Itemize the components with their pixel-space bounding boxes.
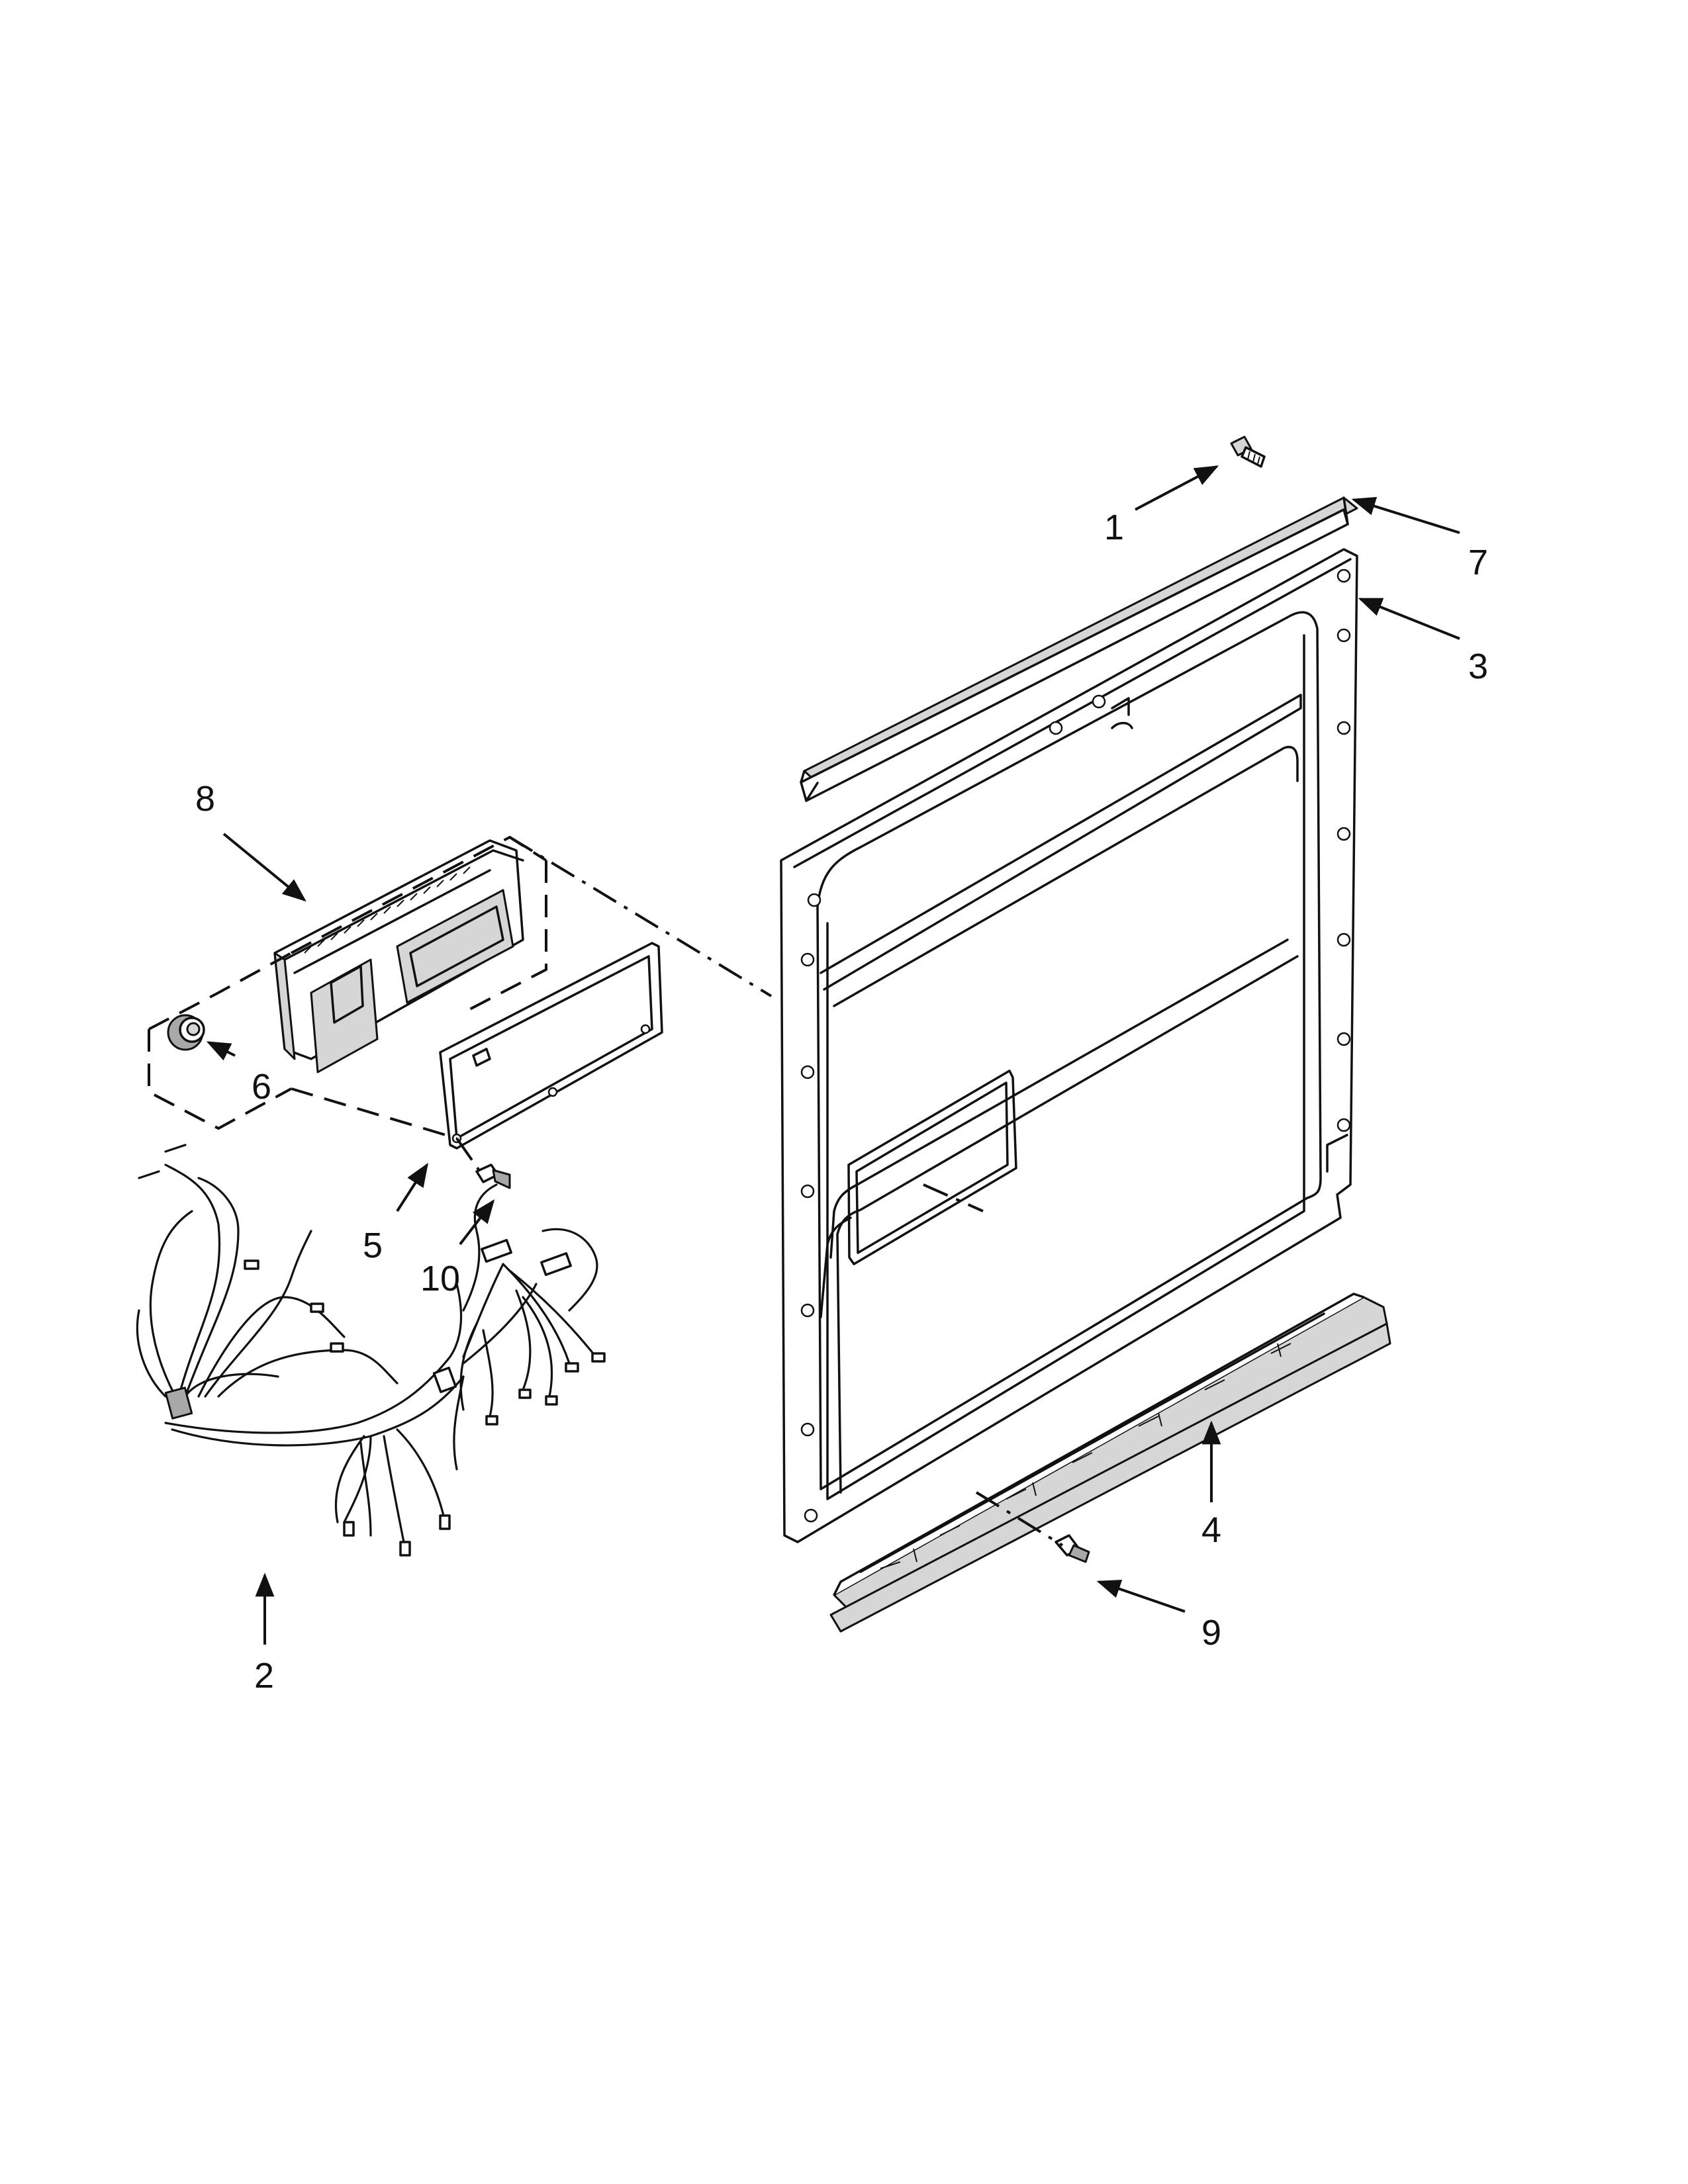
screw-bottom [1055,1534,1090,1563]
callout-5: 5 [363,1226,383,1265]
callout-1: 1 [1104,508,1124,547]
wire-harness [136,1144,606,1557]
top-channel [800,496,1358,802]
callout-9: 9 [1201,1613,1221,1653]
callout-8: 8 [195,779,215,819]
callout-4: 4 [1201,1510,1221,1550]
leader-lines [206,465,1460,1645]
callout-6: 6 [252,1067,271,1107]
callout-2: 2 [254,1656,274,1696]
screw-top [1230,435,1266,468]
callout-3: 3 [1468,647,1488,686]
screw-gasket [475,1163,511,1189]
inner-door-panel [780,548,1358,1543]
callout-10: 10 [420,1259,460,1298]
knob [167,1014,205,1051]
control-module [273,839,524,1073]
bottom-trim [829,1293,1391,1633]
assembly-guides [148,835,1064,1547]
gasket [439,942,663,1150]
callout-7: 7 [1468,543,1488,582]
callout-labels: 1 2 3 4 5 6 7 8 9 10 [195,508,1488,1696]
